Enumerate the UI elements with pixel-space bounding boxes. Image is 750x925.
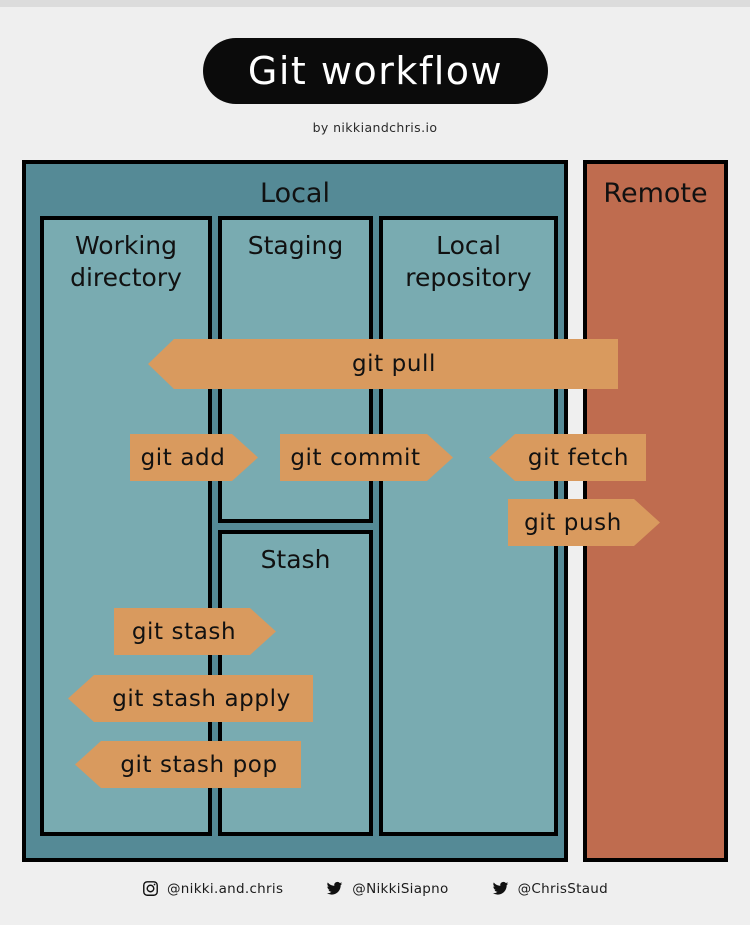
arrow-git-push: git push	[508, 499, 660, 546]
social-handle: @NikkiSiapno	[352, 880, 449, 897]
social-handle: @ChrisStaud	[517, 880, 608, 897]
arrow-git-fetch: git fetch	[489, 434, 646, 481]
social-twitter-nikki[interactable]: @NikkiSiapno	[325, 880, 448, 897]
arrow-git-stash: git stash	[114, 608, 276, 655]
arrow-git-add: git add	[130, 434, 258, 481]
twitter-icon	[491, 880, 510, 897]
arrow-git-pull: git pull	[148, 339, 618, 389]
social-handle: @nikki.and.chris	[166, 880, 284, 897]
staging-label: Staging	[247, 231, 344, 260]
social-twitter-chris[interactable]: @ChrisStaud	[491, 880, 608, 897]
arrow-git-stash-pop: git stash pop	[75, 741, 301, 788]
local-label: Local	[260, 178, 330, 209]
page-title: Git workflow	[247, 49, 504, 93]
byline: by nikkiandchris.io	[312, 120, 438, 135]
footer: @nikki.and.chris @NikkiSiapno @ChrisStau…	[0, 880, 750, 897]
stash-label: Stash	[260, 545, 331, 574]
remote-label: Remote	[603, 178, 708, 209]
social-instagram[interactable]: @nikki.and.chris	[142, 880, 283, 897]
top-strip	[0, 0, 750, 7]
arrow-git-stash-apply: git stash apply	[68, 675, 313, 722]
instagram-icon	[142, 880, 159, 897]
title-pill: Git workflow	[203, 38, 548, 104]
twitter-icon	[325, 880, 344, 897]
arrow-git-commit: git commit	[280, 434, 453, 481]
